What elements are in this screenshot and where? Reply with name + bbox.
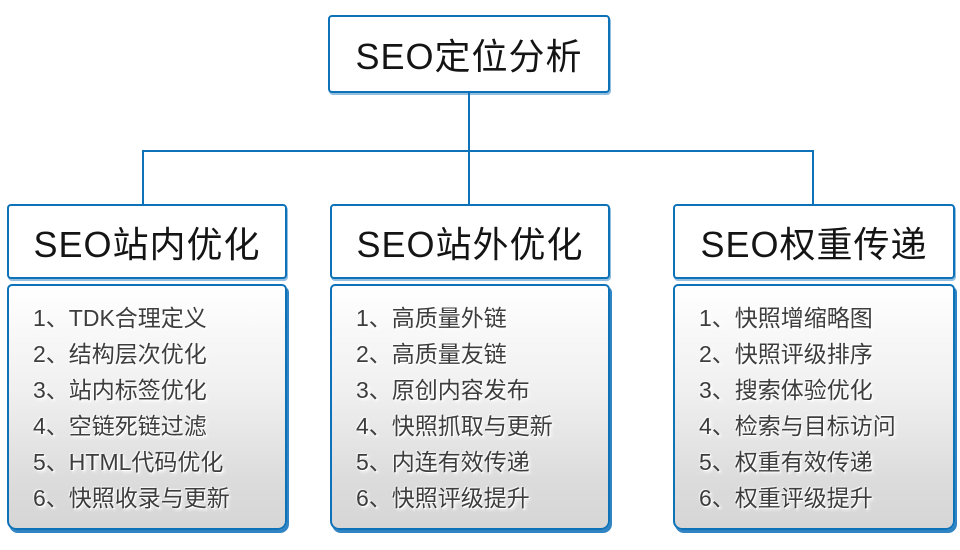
branch-title: SEO权重传递: [700, 223, 928, 265]
branch-onsite-optimization: SEO站内优化 1、TDK合理定义 2、结构层次优化 3、站内标签优化 4、空链…: [7, 204, 287, 530]
list-item: 4、空链死链过滤: [33, 413, 207, 439]
list-item: 3、原创内容发布: [356, 377, 530, 403]
list-item: 1、快照增缩略图: [699, 305, 873, 331]
list-item: 6、快照评级提升: [356, 485, 530, 511]
list-item: 2、结构层次优化: [33, 341, 207, 367]
branch-list: 1、快照增缩略图 2、快照评级排序 3、搜索体验优化 4、检索与目标访问 5、权…: [673, 284, 955, 530]
branch-weight-transfer: SEO权重传递 1、快照增缩略图 2、快照评级排序 3、搜索体验优化 4、检索与…: [673, 204, 955, 530]
list-item: 1、TDK合理定义: [33, 305, 207, 331]
list-item: 2、快照评级排序: [699, 341, 873, 367]
branch-offsite-optimization: SEO站外优化 1、高质量外链 2、高质量友链 3、原创内容发布 4、快照抓取与…: [330, 204, 610, 530]
branch-title: SEO站外优化: [356, 223, 584, 265]
list-item: 3、搜索体验优化: [699, 377, 873, 403]
connector-drop-middle: [468, 150, 470, 205]
branch-title: SEO站内优化: [33, 223, 261, 265]
connector-root-vertical: [468, 92, 470, 152]
branch-list: 1、高质量外链 2、高质量友链 3、原创内容发布 4、快照抓取与更新 5、内连有…: [330, 284, 610, 530]
connector-drop-left: [142, 150, 144, 205]
branch-header: SEO站外优化: [330, 204, 610, 279]
branch-header: SEO站内优化: [7, 204, 287, 279]
list-item: 3、站内标签优化: [33, 377, 207, 403]
root-node: SEO定位分析: [328, 15, 610, 93]
list-item: 6、快照收录与更新: [33, 485, 230, 511]
root-node-label: SEO定位分析: [355, 36, 583, 77]
connector-main-horizontal: [142, 150, 814, 152]
branch-header: SEO权重传递: [673, 204, 955, 279]
branch-list: 1、TDK合理定义 2、结构层次优化 3、站内标签优化 4、空链死链过滤 5、H…: [7, 284, 287, 530]
list-item: 4、检索与目标访问: [699, 413, 896, 439]
list-item: 5、权重有效传递: [699, 449, 873, 475]
list-item: 5、内连有效传递: [356, 449, 530, 475]
connector-drop-right: [812, 150, 814, 205]
list-item: 4、快照抓取与更新: [356, 413, 553, 439]
list-item: 2、高质量友链: [356, 341, 507, 367]
list-item: 5、HTML代码优化: [33, 449, 224, 475]
list-item: 6、权重评级提升: [699, 485, 873, 511]
list-item: 1、高质量外链: [356, 305, 507, 331]
